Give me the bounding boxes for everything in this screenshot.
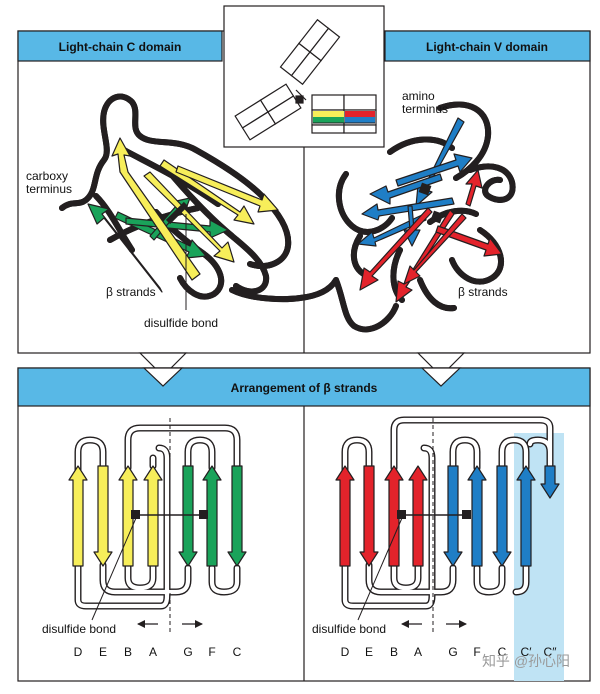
left-panel-title: Light-chain C domain (59, 40, 182, 54)
right-strand-letter: E (365, 645, 373, 659)
left-strand-letter: A (149, 645, 157, 659)
antibody-inset (223, 5, 385, 150)
left-strand-letter: C (233, 645, 242, 659)
right-strand-A (408, 465, 428, 567)
v-strand-blue-3 (369, 173, 443, 205)
right-panel-title: Light-chain V domain (426, 40, 548, 54)
left-strand-G (178, 465, 198, 567)
c-disulfide-label: disulfide bond (144, 316, 218, 330)
right-down-arrow (416, 352, 466, 377)
left-strand-A (143, 465, 163, 567)
carboxy-label-2: terminus (26, 182, 72, 196)
left-topology-strands (68, 465, 247, 567)
inset-blue (345, 117, 375, 123)
left-strand-letter: E (99, 645, 107, 659)
v-strand-red-5 (465, 169, 483, 207)
top-section: Light-chain C domain Light-chain V domai… (17, 5, 591, 377)
c-strand-yellow-2 (143, 171, 235, 263)
left-strand-E (93, 465, 113, 567)
c-beta-strands-label: β strands (106, 285, 156, 299)
fab-heavy-2 (343, 94, 377, 111)
v-strand-red-1 (359, 207, 433, 291)
left-strand-letter: G (183, 645, 192, 659)
fab-heavy-1 (311, 94, 345, 111)
c-strand-green-3 (125, 217, 229, 239)
right-strand-C (492, 465, 512, 567)
right-strand-letter: C′ (521, 645, 533, 659)
left-strand-D (68, 465, 88, 567)
left-topology-loops (74, 424, 241, 610)
right-strand-D (335, 465, 355, 567)
watermark: 知乎 @孙心阳 (482, 653, 570, 669)
right-strand-letters: D E B A G F C C′ C″ (341, 645, 558, 659)
heavy-chain-upper (279, 18, 341, 86)
bottom-title: Arrangement of β strands (231, 381, 378, 395)
left-strand-letter: D (74, 645, 83, 659)
v-strand-red-4 (403, 213, 467, 285)
left-disulfide (91, 510, 208, 621)
right-strand-E (359, 465, 379, 567)
right-strand-B (384, 465, 404, 567)
right-strand-G (443, 465, 463, 567)
left-strand-C (227, 465, 247, 567)
right-strand-letter: B (390, 645, 398, 659)
heavy-chain-lower (234, 83, 302, 141)
c-strand-yellow-3 (159, 159, 255, 225)
left-strand-B (118, 465, 138, 567)
left-panel-header (17, 30, 223, 62)
c-domain-structure (59, 97, 339, 310)
inset-red (345, 111, 375, 117)
v-beta-strands-label: β strands (458, 285, 508, 299)
left-strand-letter: B (124, 645, 132, 659)
carboxy-label-1: carboxy (26, 169, 68, 183)
right-disulfide (357, 510, 471, 621)
bottom-section: Arrangement of β strands (17, 367, 591, 682)
right-strand-letter: A (414, 645, 422, 659)
right-strand-letter: C (498, 645, 507, 659)
inset-green (313, 117, 344, 123)
left-disulfide-label: disulfide bond (42, 622, 116, 636)
fab-bottom-2 (343, 124, 377, 134)
amino-label-2: terminus (402, 102, 448, 116)
right-topology-loops (341, 416, 554, 610)
right-strand-letter: F (473, 645, 480, 659)
fab-bottom-1 (311, 124, 345, 134)
inset-yellow (313, 111, 344, 117)
hinge (295, 89, 307, 101)
c-strand-yellow-4 (175, 165, 279, 213)
left-down-arrow (138, 352, 188, 377)
left-strand-letter: F (208, 645, 215, 659)
left-strand-F (202, 465, 222, 567)
amino-label-1: amino (402, 89, 435, 103)
v-strand-blue-2 (395, 153, 473, 187)
c-strand-yellow-1 (111, 137, 201, 281)
right-strand-letter: C″ (544, 645, 558, 659)
right-strand-C-prime (516, 465, 536, 567)
right-strand-letter: G (448, 645, 457, 659)
right-disulfide-label: disulfide bond (312, 622, 386, 636)
v-domain-structure (333, 104, 513, 329)
c-strand-green-1 (87, 203, 163, 293)
right-topology-strands (335, 465, 560, 567)
right-strand-C-double-prime (540, 465, 560, 499)
right-panel-header (384, 30, 591, 62)
right-strand-F (467, 465, 487, 567)
right-strand-letter: D (341, 645, 350, 659)
